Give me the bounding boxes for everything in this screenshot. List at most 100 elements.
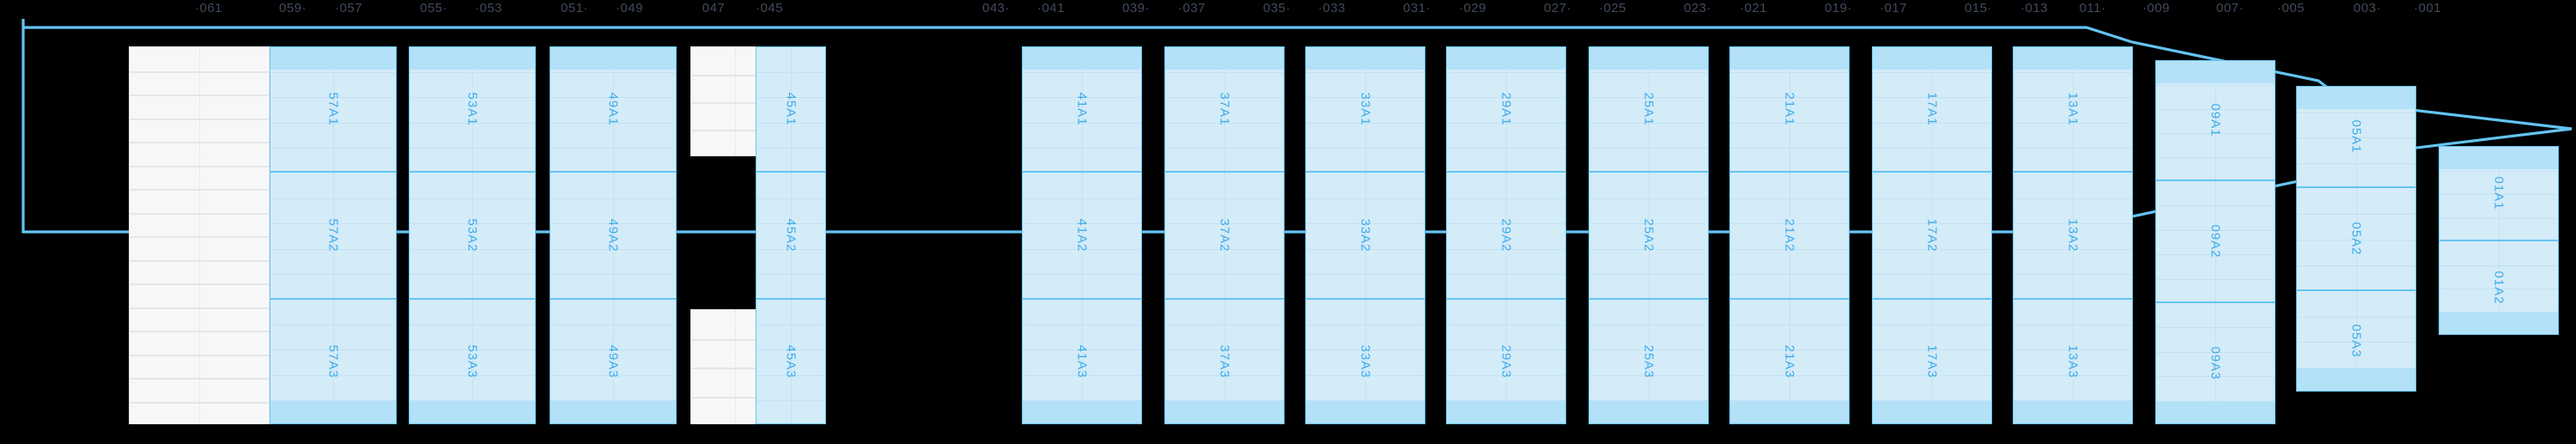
bay-section-17a3[interactable]: 17A3 xyxy=(1872,299,1992,424)
stack-top-cap-band xyxy=(2297,87,2415,109)
bay-section-57a1[interactable]: 57A1 xyxy=(270,46,397,172)
bay-section-29a3[interactable]: 29A3 xyxy=(1446,299,1566,424)
bay-section-21a3[interactable]: 21A3 xyxy=(1729,299,1850,424)
bay-section-01a2[interactable]: 01A2 xyxy=(2439,240,2559,335)
bay-section-25a1[interactable]: 25A1 xyxy=(1589,46,1709,172)
bay-number-tick: ·053 xyxy=(474,1,503,15)
centreline-divider xyxy=(199,47,200,423)
bay-section-49a1[interactable]: 49A1 xyxy=(550,46,677,172)
stack-bottom-cap-band xyxy=(1589,401,1708,423)
bay-section-label: 57A3 xyxy=(325,344,341,379)
centreline-divider xyxy=(1365,300,1366,423)
bay-section-57a2[interactable]: 57A2 xyxy=(270,172,397,299)
bay-section-45a1[interactable]: 45A1 xyxy=(756,46,826,172)
bay-section-25a3[interactable]: 25A3 xyxy=(1589,299,1709,424)
bay-section-05a1[interactable]: 05A1 xyxy=(2296,86,2416,187)
bay-section-label: 49A3 xyxy=(605,344,621,379)
bay-section-label: 17A1 xyxy=(1924,92,1940,126)
bay-number-tick: ·061 xyxy=(194,1,223,15)
bay-061-059-empty[interactable] xyxy=(129,46,270,424)
bay-section-label: 01A1 xyxy=(2491,176,2506,210)
bay-section-33a1[interactable]: 33A1 xyxy=(1305,46,1425,172)
bay-033[interactable]: 33A1 33A2 33A3 xyxy=(1305,46,1425,424)
bay-section-09a3[interactable]: 09A3 xyxy=(2155,302,2275,424)
bay-section-29a1[interactable]: 29A1 xyxy=(1446,46,1566,172)
bay-section-57a3[interactable]: 57A3 xyxy=(270,299,397,424)
bay-section-37a2[interactable]: 37A2 xyxy=(1164,172,1285,299)
bay-section-21a1[interactable]: 21A1 xyxy=(1729,46,1850,172)
bay-section-41a1[interactable]: 41A1 xyxy=(1022,46,1142,172)
bay-section-53a3[interactable]: 53A3 xyxy=(409,299,536,424)
bay-section-label: 37A2 xyxy=(1217,218,1232,252)
bay-number-tick: ·045 xyxy=(755,1,784,15)
bay-section-01a1[interactable]: 01A1 xyxy=(2439,146,2559,240)
centreline-divider xyxy=(613,300,614,423)
bay-section-label: 37A1 xyxy=(1217,92,1232,126)
bay-number-tick: ·025 xyxy=(1598,1,1627,15)
bay-section-33a2[interactable]: 33A2 xyxy=(1305,172,1425,299)
centreline-divider xyxy=(791,173,792,298)
bay-037[interactable]: 37A1 37A2 37A3 xyxy=(1164,46,1285,424)
bay-section-21a2[interactable]: 21A2 xyxy=(1729,172,1850,299)
stack-bottom-cap-band xyxy=(1165,401,1284,423)
bay-section-label: 17A3 xyxy=(1924,344,1940,379)
bay-number-tick: 051· xyxy=(560,1,589,15)
centreline-divider xyxy=(1506,173,1507,298)
centreline-divider xyxy=(1932,300,1933,423)
bay-number-tick: ·013 xyxy=(2020,1,2049,15)
bay-section-label: 33A2 xyxy=(1358,218,1373,252)
bay-number-tick: ·033 xyxy=(1317,1,1346,15)
stack-top-cap-band xyxy=(2439,147,2558,169)
bay-section-41a3[interactable]: 41A3 xyxy=(1022,299,1142,424)
bay-section-25a2[interactable]: 25A2 xyxy=(1589,172,1709,299)
bay-section-37a1[interactable]: 37A1 xyxy=(1164,46,1285,172)
bay-001[interactable]: 01A1 01A2 xyxy=(2439,146,2559,335)
bay-section-29a2[interactable]: 29A2 xyxy=(1446,172,1566,299)
bay-section-empty[interactable] xyxy=(129,46,270,424)
centreline-divider xyxy=(2215,61,2216,179)
bay-section-05a2[interactable]: 05A2 xyxy=(2296,187,2416,290)
bay-section-53a1[interactable]: 53A1 xyxy=(409,46,536,172)
bay-section-13a1[interactable]: 13A1 xyxy=(2013,46,2133,172)
bay-section-49a3[interactable]: 49A3 xyxy=(550,299,677,424)
bay-section-05a3[interactable]: 05A3 xyxy=(2296,290,2416,392)
bay-005[interactable]: 05A1 05A2 05A3 xyxy=(2296,86,2416,392)
bay-section-label: 05A2 xyxy=(2348,222,2364,256)
centreline-divider xyxy=(472,300,473,423)
bay-section-label: 45A1 xyxy=(783,92,799,126)
bay-number-tick: ·017 xyxy=(1879,1,1908,15)
bay-section-17a1[interactable]: 17A1 xyxy=(1872,46,1992,172)
centreline-divider xyxy=(1224,47,1225,171)
bay-017[interactable]: 17A1 17A2 17A3 xyxy=(1872,46,1992,424)
bay-section-13a2[interactable]: 13A2 xyxy=(2013,172,2133,299)
bay-section-41a2[interactable]: 41A2 xyxy=(1022,172,1142,299)
bay-section-33a3[interactable]: 33A3 xyxy=(1305,299,1425,424)
bay-section-label: 13A1 xyxy=(2065,92,2081,126)
bay-section-label: 41A3 xyxy=(1074,344,1090,379)
bay-section-45a2[interactable]: 45A2 xyxy=(756,172,826,299)
bay-section-09a2[interactable]: 09A2 xyxy=(2155,180,2275,302)
bay-section-09a1[interactable]: 09A1 xyxy=(2155,60,2275,180)
bay-number-tick: 015· xyxy=(1964,1,1993,15)
centreline-divider xyxy=(1789,173,1790,298)
bay-section-17a2[interactable]: 17A2 xyxy=(1872,172,1992,299)
bay-section-37a3[interactable]: 37A3 xyxy=(1164,299,1285,424)
bay-section-49a2[interactable]: 49A2 xyxy=(550,172,677,299)
bay-section-45a3[interactable]: 45A3 xyxy=(756,299,826,424)
stack-top-cap-band xyxy=(1873,47,1991,70)
bay-section-53a2[interactable]: 53A2 xyxy=(409,172,536,299)
bay-number-tick: ·041 xyxy=(1036,1,1066,15)
bay-section-label: 21A1 xyxy=(1782,92,1797,126)
bay-section-13a3[interactable]: 13A3 xyxy=(2013,299,2133,424)
bay-section-label: 09A3 xyxy=(2208,346,2223,380)
